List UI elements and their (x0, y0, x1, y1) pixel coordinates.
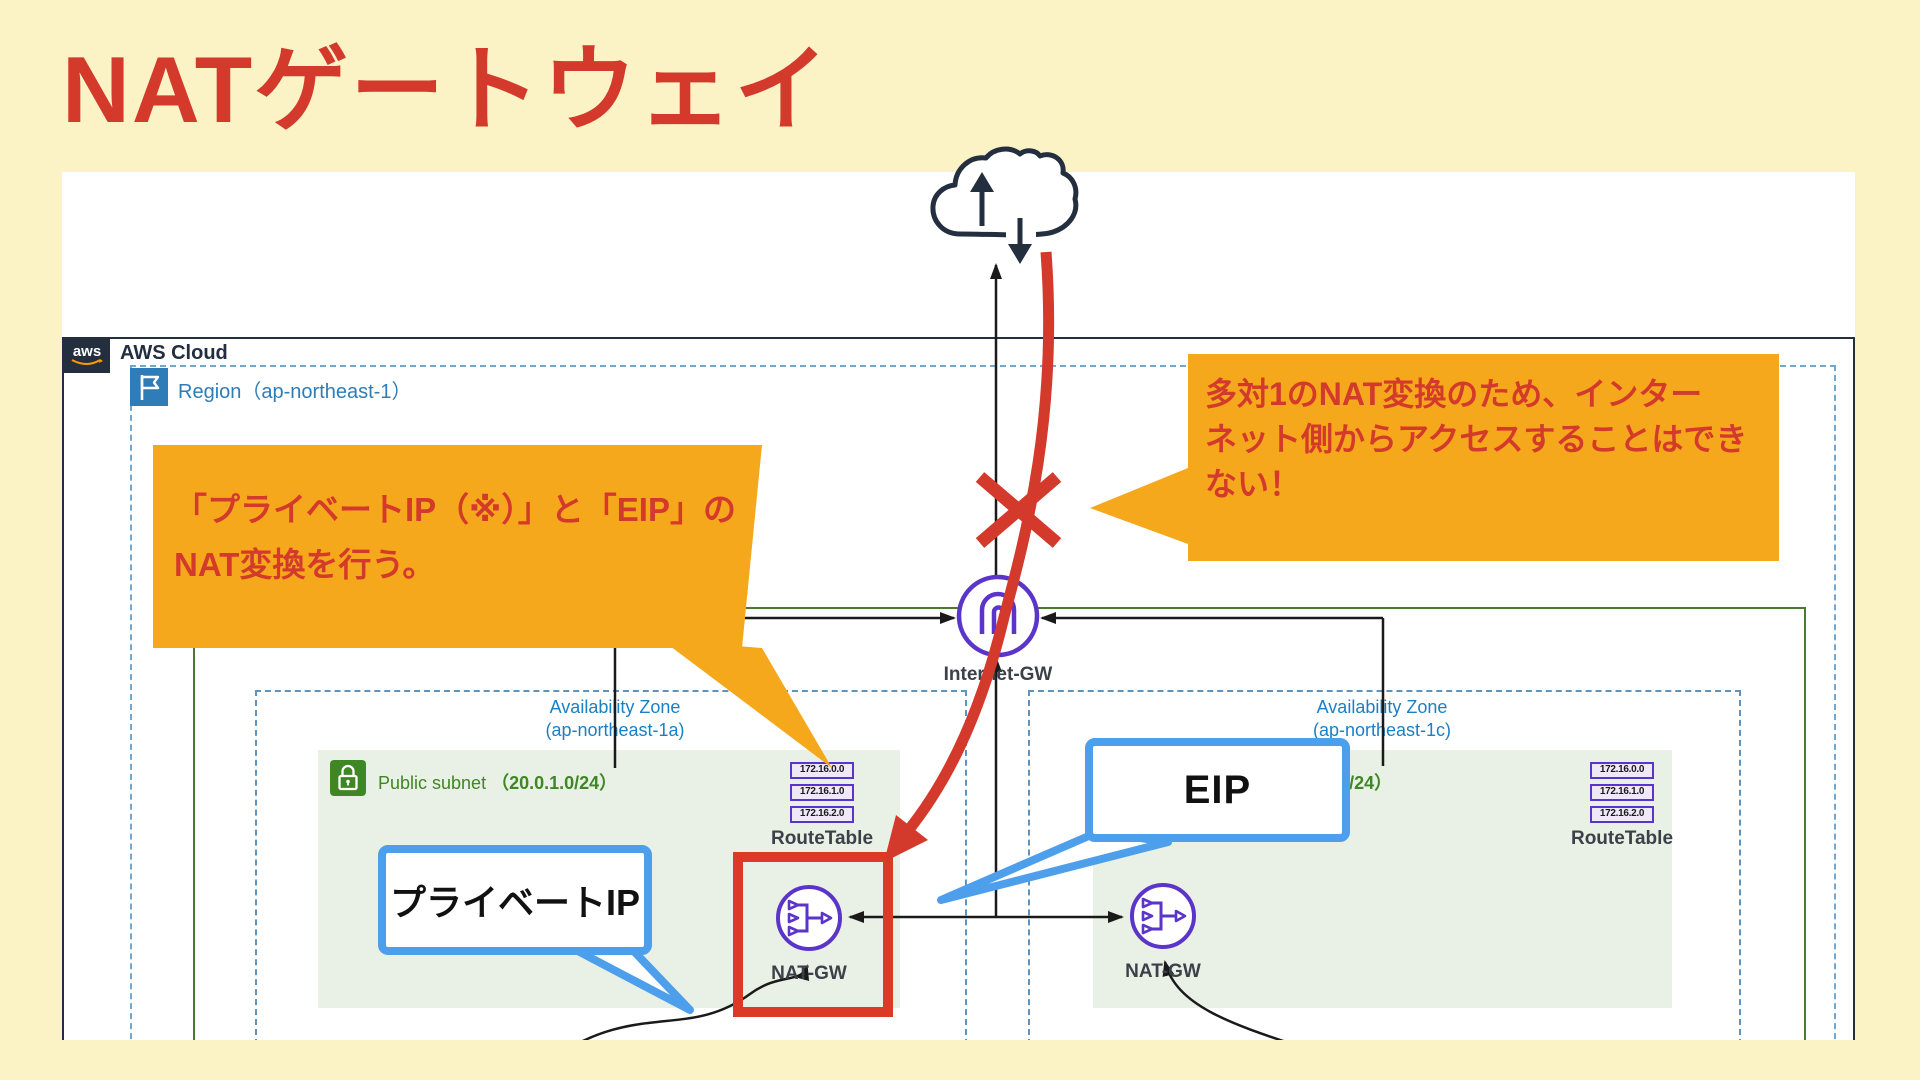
region-label: Region（ap-northeast-1） (178, 381, 412, 403)
nat-note-callout-shape (153, 445, 832, 768)
nat-gateway-2-icon (1130, 883, 1196, 949)
route-entry: 172.16.0.0 (1590, 762, 1654, 779)
private-ip-label: プライベートIP (389, 882, 640, 923)
nat-note-line2: NAT変換を行う。 (174, 546, 436, 583)
nat-note-text: 「プライベートIP（※）」と「EIP」の NAT変換を行う。 (174, 482, 736, 592)
red-arrowhead (884, 815, 928, 862)
internet-note-line2: ネット側からアクセスすることはでき (1205, 421, 1748, 457)
route-table1-label: RouteTable (770, 828, 874, 849)
eip-label: EIP (1183, 767, 1252, 812)
nat-note-line1: 「プライベートIP（※）」と「EIP」の (174, 491, 736, 528)
route-entry: 172.16.0.0 (790, 762, 854, 779)
region-flag-icon (130, 368, 168, 406)
internet-gw-label: Internet-GW (943, 664, 1053, 685)
eip-bubble: EIP (1085, 738, 1350, 842)
aws-logo-text: aws (72, 343, 102, 360)
route-entry: 172.16.1.0 (1590, 784, 1654, 801)
subnet1-cidr: （20.0.1.0/24） (491, 773, 618, 793)
aws-cloud-label: AWS Cloud (120, 342, 228, 364)
route-entry: 172.16.2.0 (1590, 806, 1654, 823)
internet-note-line1: 多対1のNAT変換のため、インター (1205, 376, 1703, 412)
red-annotations (884, 251, 1062, 862)
availability-zone-1a-box (255, 690, 967, 1040)
nat-gw-1-label: NAT-GW (771, 963, 847, 984)
internet-cloud-icon (930, 146, 1079, 264)
internet-note-line3: ない！ (1205, 466, 1302, 502)
subnet1-lock-icon (330, 760, 366, 796)
route-table2-label: RouteTable (1570, 828, 1674, 849)
route-entry: 172.16.2.0 (790, 806, 854, 823)
blocked-x-icon (975, 472, 1062, 548)
internet-note-callout-shape (1090, 354, 1779, 561)
diagram-stage: aws AWS Cloud Region（ap-northeast-1） Ava… (62, 172, 1855, 1040)
private-ip-bubble: プライベートIP (378, 845, 652, 955)
subnet1-name: Public subnet (378, 773, 487, 793)
aws-logo: aws (64, 339, 110, 373)
aws-cloud-container (62, 337, 1855, 1040)
nat-gw-2-label: NAT-GW (1125, 961, 1201, 982)
page-title: NATゲートウェイ (62, 37, 831, 142)
nat-gw-highlight-box (733, 852, 893, 1017)
subnet1-label: Public subnet （20.0.1.0/24） (378, 769, 617, 795)
route-entry: 172.16.1.0 (790, 784, 854, 801)
region-container (130, 365, 1836, 1040)
internet-note-text: 多対1のNAT変換のため、インター ネット側からアクセスすることはでき ない！ (1205, 372, 1747, 507)
nat-gateway-1-icon (776, 885, 842, 951)
aws-smile-icon (71, 359, 103, 365)
